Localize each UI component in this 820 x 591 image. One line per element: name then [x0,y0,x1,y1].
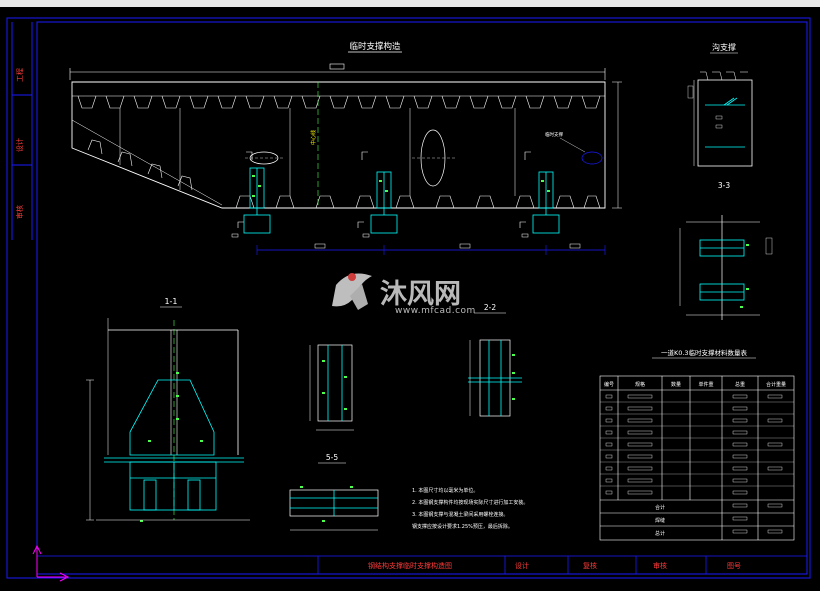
bottom-rib-pattern [87,139,601,209]
note-line-3: 3. 本图钢支撑与混凝土梁间采用螺栓连接。 [412,511,508,518]
table-header-unit-weight: 单件重 [698,381,713,388]
title-block-review: 复核 [583,561,597,570]
watermark-brand: 沐风网 [380,279,461,310]
svg-text:中心线: 中心线 [310,130,317,145]
main-elevation-view: 临时支撑构造 中心线 [69,41,622,255]
side-label-2: 设计 [15,138,24,152]
mfcad-logo-icon [332,273,372,310]
section-4-4-view [309,344,354,431]
manhole-left [249,151,279,165]
title-block-audit: 审核 [653,561,667,570]
material-quantity-table: 一道K0.3临时支撑材料数量表 编号 规格 数量 单件重 总重 合计重量 [599,348,795,541]
note-line-2: 2. 本图钢支撑构件均按现场实际尺寸进行加工安装。 [412,499,528,506]
title-block-design: 设计 [515,561,529,570]
title-block: 钢结构支撑临时支撑构造图 设计 复核 审核 图号 [37,555,807,574]
girder-outline [71,81,606,209]
table-header-sum-weight: 合计重量 [766,381,786,388]
groove-support-title: 沟支撑 [712,42,736,52]
table-row-weld: 焊缝 [655,517,665,524]
temporary-support-3 [532,171,560,234]
section-2-2-view: 2-2 [468,303,522,417]
ucs-axis-icon [32,544,70,582]
table-header-spec: 规格 [635,381,645,388]
table-header-no: 编号 [604,381,614,388]
section-2-2-title: 2-2 [484,303,496,312]
section-5-5-view: 5-5 [289,453,379,531]
svg-text:临时支撑: 临时支撑 [545,131,563,138]
drawing-frame [6,17,811,579]
side-label-1: 工程 [15,68,24,82]
temporary-support-2 [370,171,398,234]
section-3-3-title: 3-3 [718,181,730,190]
title-block-drawing-no: 图号 [727,562,741,570]
watermark-url: www.mfcad.com [395,306,476,316]
site-watermark: 沐风网 www.mfcad.com [332,273,476,316]
table-row-subtotal: 合计 [655,504,665,511]
table-title: 一道K0.3临时支撑材料数量表 [661,348,748,357]
table-header-total-weight: 总重 [735,381,745,388]
top-rib-pattern [77,95,601,109]
drawing-notes: 1. 本图尺寸均以毫米为单位。 2. 本图钢支撑构件均按现场实际尺寸进行加工安装… [412,487,528,530]
note-line-4: 钢支撑应按设计要求1.25%预压，最后拆除。 [412,523,513,530]
table-header-qty: 数量 [671,381,681,388]
section-1-1-title: 1-1 [164,297,177,306]
note-line-1: 1. 本图尺寸均以毫米为单位。 [412,487,478,494]
support-frame-1-1 [104,379,244,511]
section-1-1-view: 1-1 [86,297,250,522]
table-row-total: 总计 [655,530,665,537]
window-top-strip [0,0,820,7]
main-elevation-title: 临时支撑构造 [349,41,401,52]
section-5-5-title: 5-5 [326,453,338,462]
temporary-support-1 [243,167,271,234]
side-label-3: 审核 [15,205,24,219]
groove-support-detail: 沟支撑 3-3 [679,42,773,320]
side-labels: 工程 设计 审核 [15,68,24,219]
title-block-drawing-name: 钢结构支撑临时支撑构造图 [368,561,452,570]
